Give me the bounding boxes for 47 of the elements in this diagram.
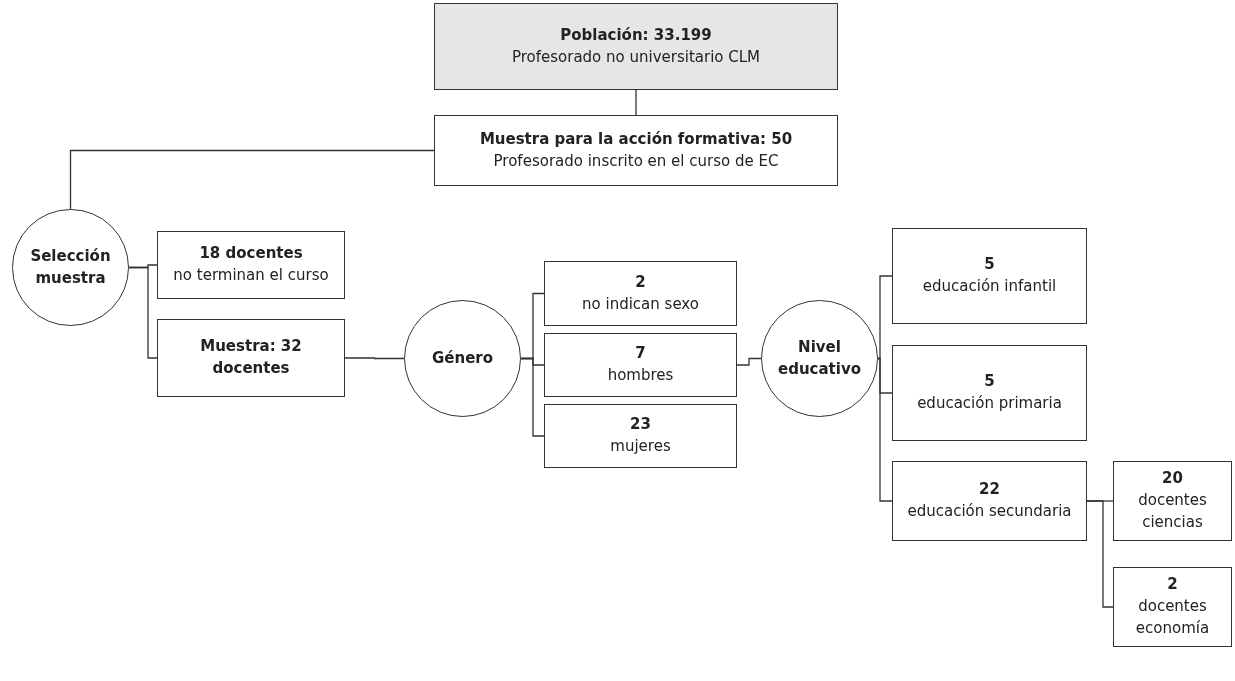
connector-line [635,89,637,116]
count-box [544,333,737,397]
node-heading: 18 docentes [199,243,303,265]
node-text: no terminan el curso [173,265,329,286]
count-box [544,404,737,468]
node-heading: Población: 33.199 [560,24,712,46]
connector-line [736,357,762,366]
node-text: docentes ciencias [1137,490,1208,533]
node-heading: 5 [984,254,995,276]
connector-line [69,149,435,210]
count-box [157,319,345,397]
node-heading: 7 [635,343,646,365]
count-box [892,345,1087,441]
node-heading: Género [431,347,493,369]
node-text: docentes economía [1134,596,1211,639]
count-box [434,3,838,90]
node-heading: 20 [1162,468,1183,490]
count-box [1113,567,1232,647]
node-heading: 22 [979,479,1000,501]
count-box [1113,461,1232,541]
node-text: educación infantil [922,276,1057,297]
node-text: educación primaria [917,393,1062,414]
node-text: Profesorado inscrito en el curso de EC [493,150,779,172]
connector-line [877,357,893,502]
count-box [892,228,1087,324]
node-heading: 23 [630,414,651,436]
node-heading: Selección muestra [29,245,112,289]
node-heading: Nivel educativo [777,336,862,380]
connector-line [520,357,545,437]
node-heading: Muestra para la acción formativa: 50 [479,128,793,150]
node-heading: 2 [635,271,646,293]
node-heading: Muestra: 32 docentes [199,336,303,379]
count-box [434,115,838,186]
connector-line [344,357,405,360]
node-text: mujeres [610,436,671,457]
count-box [157,231,345,299]
node-heading: 5 [984,371,995,393]
count-box [892,461,1087,541]
node-text: no indican sexo [582,293,699,315]
node-text: educación secundaria [907,501,1072,522]
connector-line [1086,500,1114,608]
node-text: hombres [607,365,674,386]
connector-line [128,266,158,359]
count-box [544,261,737,326]
connector-line [877,275,893,360]
node-heading: 2 [1167,574,1178,596]
node-text: Profesorado no universitario CLM [511,46,761,68]
